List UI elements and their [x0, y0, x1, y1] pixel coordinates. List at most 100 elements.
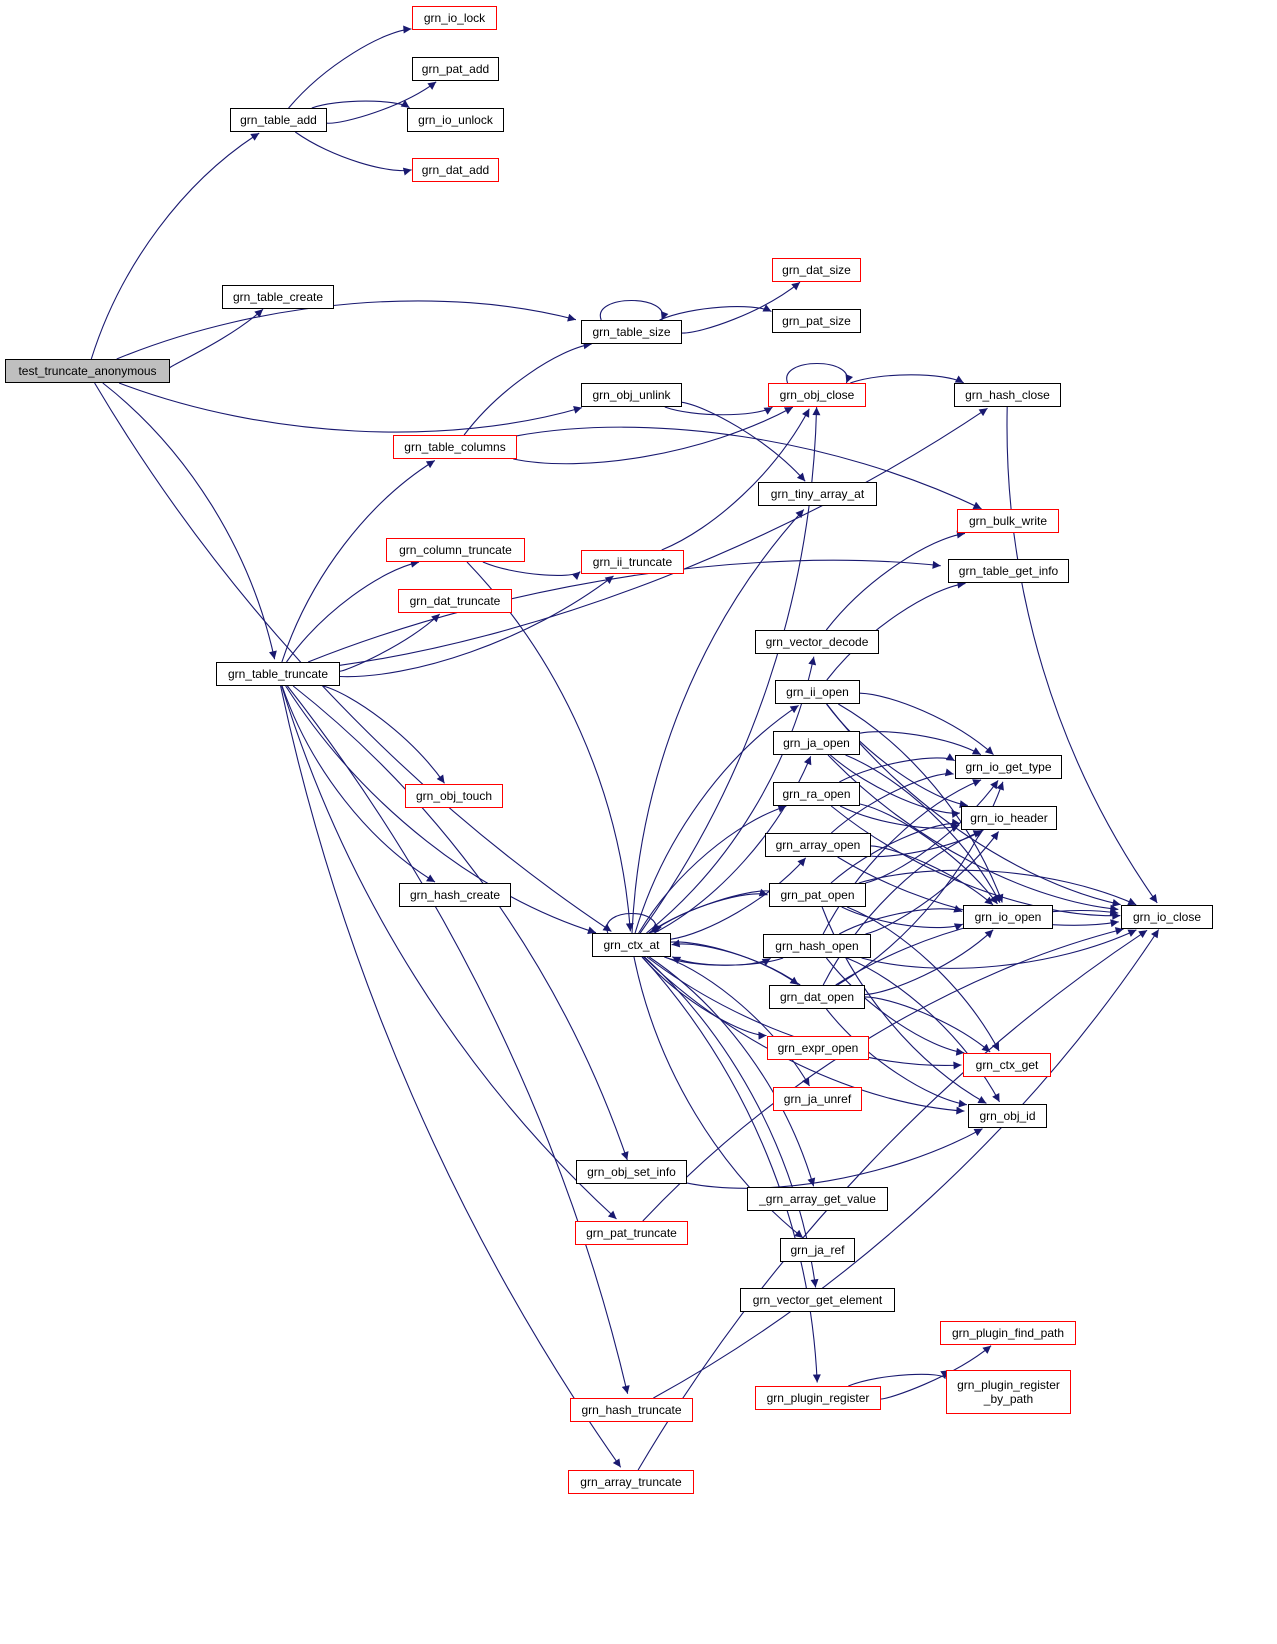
- edge-test-truncate-anonymous-to-grn-table-size: [116, 300, 577, 360]
- node-grn-ra-open[interactable]: grn_ra_open: [773, 782, 860, 806]
- edge-test-truncate-anonymous-to-grn-table-add: [90, 132, 260, 360]
- node-grn-array-open[interactable]: grn_array_open: [765, 833, 871, 857]
- edge-grn-pat-open-to-grn-io-header: [830, 818, 961, 884]
- node-grn-obj-unlink[interactable]: grn_obj_unlink: [581, 383, 682, 407]
- node-grn-pat-truncate[interactable]: grn_pat_truncate: [575, 1221, 688, 1245]
- node-grn-obj-id[interactable]: grn_obj_id: [968, 1104, 1047, 1128]
- edge-grn-array-truncate-to-grn-io-close: [637, 929, 1148, 1471]
- node-grn-hash-open[interactable]: grn_hash_open: [763, 934, 871, 958]
- node-grn-hash-create[interactable]: grn_hash_create: [399, 883, 511, 907]
- node-grn-hash-truncate[interactable]: grn_hash_truncate: [570, 1398, 693, 1422]
- edge-grn-table-truncate-to-grn-hash-truncate: [286, 685, 630, 1394]
- edge-grn-ii-truncate-to-grn-obj-close: [661, 408, 810, 551]
- node-grn-table-add[interactable]: grn_table_add: [230, 108, 327, 132]
- node-grn-ctx-at[interactable]: grn_ctx_at: [592, 933, 671, 957]
- node-grn-hash-close[interactable]: grn_hash_close: [954, 383, 1061, 407]
- node-grn-io-open[interactable]: grn_io_open: [963, 905, 1053, 929]
- edge-test-truncate-anonymous-to-grn-obj-unlink: [118, 382, 583, 433]
- edge-grn-ctx-at-to-grn-dat-open: [670, 941, 799, 986]
- node-grn-ja-unref[interactable]: grn_ja_unref: [773, 1087, 862, 1111]
- edge-grn-table-size-to-grn-dat-size: [681, 281, 801, 334]
- edge-grn-ctx-at-to-grn-expr-open: [641, 956, 767, 1040]
- node-grn-io-get-type[interactable]: grn_io_get_type: [955, 755, 1062, 779]
- node-grn-array-get-value[interactable]: _grn_array_get_value: [747, 1187, 888, 1211]
- edge-grn-table-truncate-to-grn-table-columns: [281, 460, 436, 663]
- node-grn-ja-open[interactable]: grn_ja_open: [773, 731, 860, 755]
- node-grn-ja-ref[interactable]: grn_ja_ref: [780, 1238, 855, 1262]
- node-grn-vector-decode[interactable]: grn_vector_decode: [755, 630, 879, 654]
- edge-grn-pat-open-to-grn-ctx-get: [846, 906, 1000, 1052]
- node-grn-pat-size[interactable]: grn_pat_size: [772, 309, 861, 333]
- edge-grn-plugin-register-to-grn-plugin-register-by-path: [848, 1370, 949, 1387]
- node-grn-tiny-array-at[interactable]: grn_tiny_array_at: [758, 482, 877, 506]
- edge-grn-hash-open-to-grn-io-open: [838, 905, 963, 935]
- edge-grn-table-add-to-grn-io-unlock: [311, 99, 410, 109]
- node-grn-plugin-register-by-path[interactable]: grn_plugin_register _by_path: [946, 1370, 1071, 1414]
- edge-grn-pat-open-to-grn-io-open: [841, 906, 964, 931]
- edge-grn-table-add-to-grn-io-lock: [288, 25, 412, 109]
- node-grn-table-columns[interactable]: grn_table_columns: [393, 435, 517, 459]
- node-grn-obj-close[interactable]: grn_obj_close: [768, 383, 866, 407]
- edge-grn-table-truncate-to-grn-obj-touch: [322, 685, 445, 784]
- node-grn-dat-size[interactable]: grn_dat_size: [772, 258, 861, 282]
- node-grn-io-lock[interactable]: grn_io_lock: [412, 6, 497, 30]
- edge-grn-ii-open-to-grn-io-get-type: [859, 692, 994, 756]
- node-grn-plugin-register[interactable]: grn_plugin_register: [755, 1386, 881, 1410]
- edge-grn-hash-open-to-grn-io-header: [865, 831, 1000, 935]
- node-grn-pat-open[interactable]: grn_pat_open: [769, 883, 866, 907]
- edge-grn-table-columns-to-grn-obj-close: [513, 406, 794, 465]
- edge-grn-table-truncate-to-grn-hash-create: [281, 685, 436, 883]
- node-grn-expr-open[interactable]: grn_expr_open: [767, 1036, 869, 1060]
- node-grn-table-truncate[interactable]: grn_table_truncate: [216, 662, 340, 686]
- node-test-truncate-anonymous[interactable]: test_truncate_anonymous: [5, 359, 170, 383]
- node-grn-plugin-find-path[interactable]: grn_plugin_find_path: [940, 1321, 1076, 1345]
- edge-grn-ra-open-to-grn-io-header: [839, 805, 960, 833]
- node-grn-array-truncate[interactable]: grn_array_truncate: [568, 1470, 694, 1494]
- edge-grn-ctx-at-to-grn-plugin-register: [641, 956, 821, 1383]
- edge-grn-table-truncate-to-grn-ii-truncate: [339, 575, 614, 678]
- edge-grn-ctx-at-to-grn-obj-id: [643, 956, 965, 1115]
- edge-grn-dat-open-to-grn-ctx-get: [864, 996, 991, 1053]
- edge-grn-ra-open-to-grn-io-open: [859, 803, 998, 905]
- edge-grn-pat-open-to-grn-io-close: [858, 869, 1137, 906]
- node-grn-column-truncate[interactable]: grn_column_truncate: [386, 538, 525, 562]
- edge-grn-ra-open-to-grn-io-close: [830, 805, 1121, 920]
- edge-grn-table-truncate-to-grn-obj-set-info: [292, 685, 629, 1161]
- edge-grn-hash-open-to-grn-io-close: [861, 929, 1137, 969]
- node-grn-dat-add[interactable]: grn_dat_add: [412, 158, 499, 182]
- node-grn-obj-set-info[interactable]: grn_obj_set_info: [576, 1160, 687, 1184]
- node-grn-dat-truncate[interactable]: grn_dat_truncate: [398, 589, 512, 613]
- node-grn-obj-touch[interactable]: grn_obj_touch: [405, 784, 503, 808]
- edge-grn-plugin-register-to-grn-plugin-find-path: [880, 1345, 992, 1400]
- node-grn-pat-add[interactable]: grn_pat_add: [412, 57, 499, 81]
- node-grn-table-size[interactable]: grn_table_size: [581, 320, 682, 344]
- edge-grn-ja-open-to-grn-io-header: [829, 754, 960, 818]
- edge-grn-ctx-at-to-grn-tiny-array-at: [631, 509, 805, 934]
- edge-grn-table-columns-to-grn-bulk-write: [516, 426, 982, 510]
- edges: [90, 25, 1160, 1471]
- edge-grn-obj-close-to-grn-obj-close: [786, 362, 853, 384]
- edge-grn-ii-open-to-grn-table-get-info: [826, 580, 966, 681]
- edge-grn-table-add-to-grn-dat-add: [294, 131, 412, 176]
- node-grn-table-get-info[interactable]: grn_table_get_info: [948, 559, 1069, 583]
- edge-test-truncate-anonymous-to-grn-ctx-at: [94, 382, 612, 932]
- edge-grn-ctx-at-to-grn-ii-open: [634, 704, 799, 934]
- node-grn-io-close[interactable]: grn_io_close: [1121, 905, 1213, 929]
- edge-grn-table-size-to-grn-pat-size: [659, 304, 772, 321]
- edge-grn-ja-open-to-grn-io-close: [827, 754, 1119, 913]
- node-grn-ii-open[interactable]: grn_ii_open: [775, 680, 860, 704]
- edge-grn-hash-open-to-grn-io-get-type: [822, 779, 982, 935]
- node-grn-ctx-get[interactable]: grn_ctx_get: [963, 1053, 1051, 1077]
- edge-grn-table-add-to-grn-pat-add: [326, 81, 437, 124]
- edge-grn-table-truncate-to-grn-table-get-info: [307, 559, 941, 663]
- node-grn-table-create[interactable]: grn_table_create: [222, 285, 334, 309]
- edge-grn-array-open-to-grn-io-header: [870, 829, 984, 858]
- node-grn-io-unlock[interactable]: grn_io_unlock: [407, 108, 504, 132]
- node-grn-dat-open[interactable]: grn_dat_open: [769, 985, 865, 1009]
- edge-test-truncate-anonymous-to-grn-table-truncate: [102, 382, 277, 660]
- node-grn-vector-get-element[interactable]: grn_vector_get_element: [740, 1288, 895, 1312]
- node-grn-ii-truncate[interactable]: grn_ii_truncate: [581, 550, 684, 574]
- node-grn-io-header[interactable]: grn_io_header: [961, 806, 1057, 830]
- edge-grn-ctx-at-to-grn-ja-unref: [664, 956, 810, 1087]
- node-grn-bulk-write[interactable]: grn_bulk_write: [957, 509, 1059, 533]
